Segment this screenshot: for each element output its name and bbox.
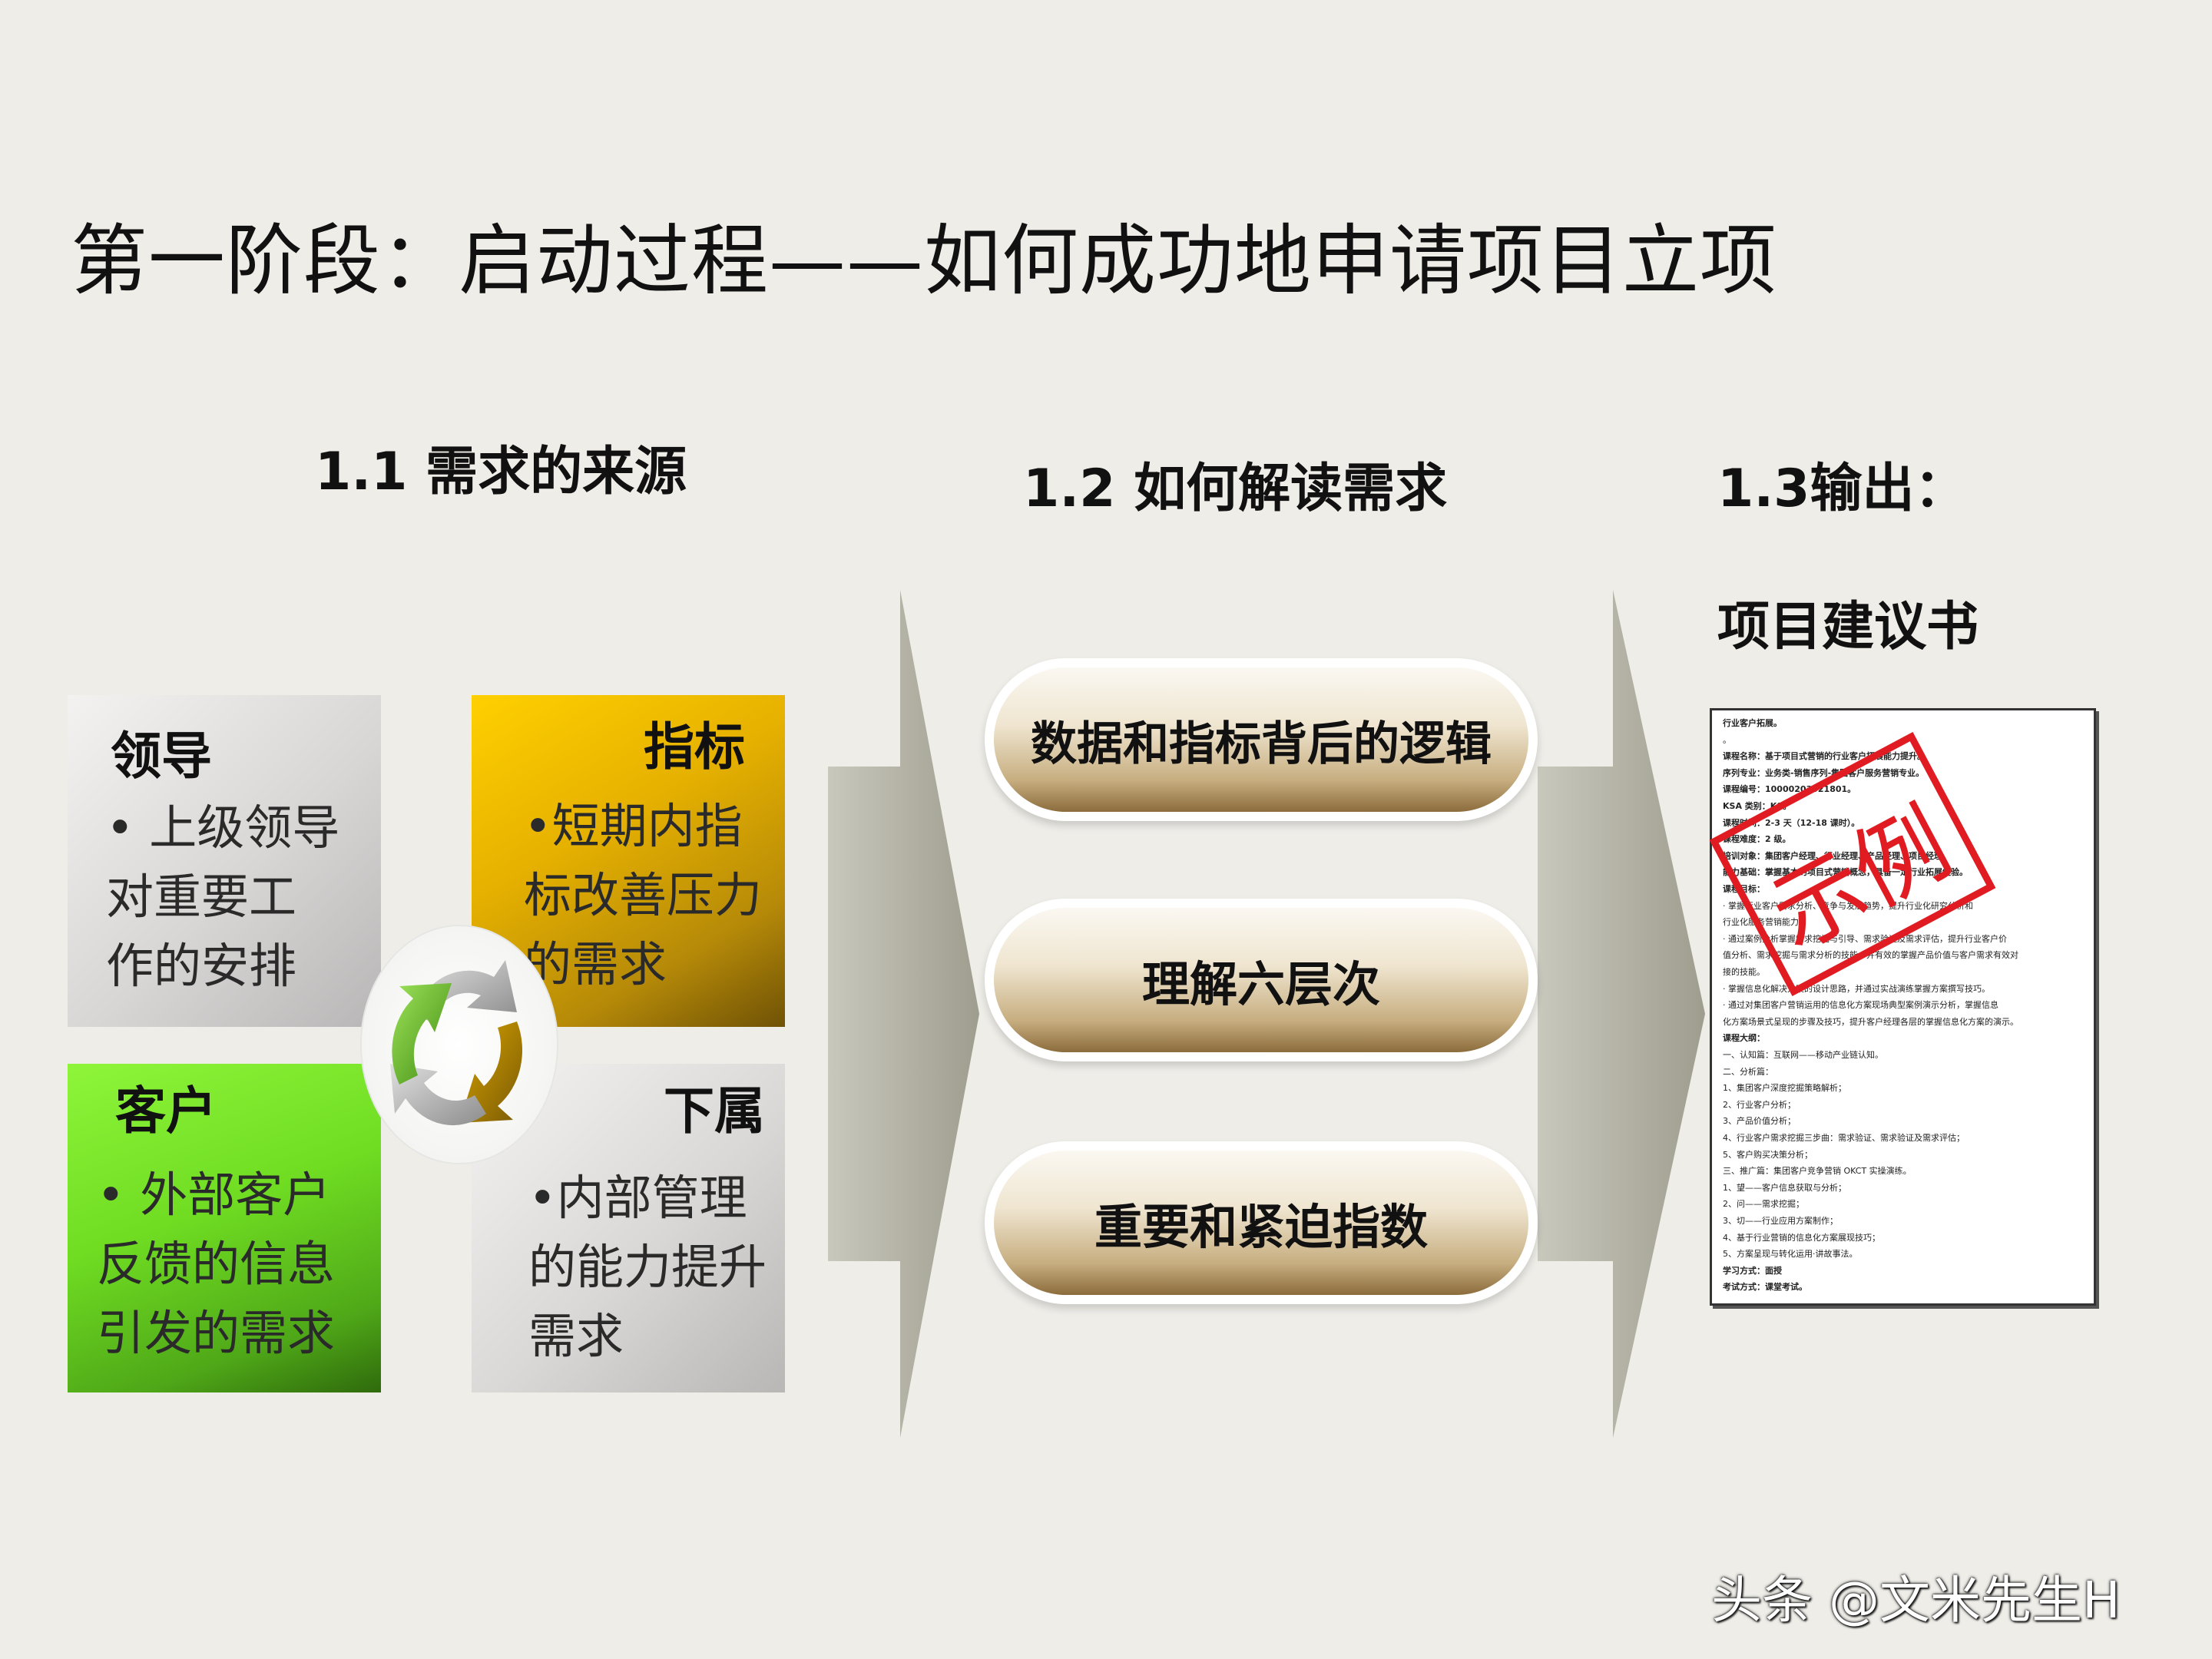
quadrant-client-line: 反馈的信息 xyxy=(97,1236,336,1292)
quadrant-client-line: 引发的需求 xyxy=(97,1305,336,1361)
document-line: · 通过案例分析掌握需求挖掘与引导、需求验证及需求评估，提升行业客户价 xyxy=(1723,933,2007,944)
quadrant-index-line: •短期内指 xyxy=(524,798,743,854)
quadrant-client: 客户 • 外部客户 反馈的信息 引发的需求 xyxy=(68,1064,381,1392)
document-line: 2、问——需求挖掘； xyxy=(1723,1199,1804,1210)
document-line: 3、切——行业应用方案制作； xyxy=(1723,1216,1838,1226)
quadrant-client-body: • 外部客户 反馈的信息 引发的需求 xyxy=(97,1161,335,1368)
document-line: 课程大纲： xyxy=(1723,1033,1765,1044)
document-line: 课程编号：10000203021801。 xyxy=(1723,784,1856,795)
document-line: 序列专业：业务类-销售序列-集团客户服务营销专业。 xyxy=(1723,767,1925,778)
document-line: 1、集团客户深度挖掘策略解析； xyxy=(1723,1083,1846,1094)
quadrant-leader: 领导 • 上级领导 对重要工 作的安排 xyxy=(68,695,381,1027)
document-line: 培训对象：集团客户经理、行业经理、产品经理、项目经理。 xyxy=(1723,850,1951,861)
document-line: 三、推广篇：集团客户竞争营销 OKCT 实操演练。 xyxy=(1723,1166,1912,1177)
arrow-shape-2 xyxy=(1538,590,1705,1438)
quadrant-subordinate-title: 下属 xyxy=(664,1081,765,1141)
section-heading-output: 1.3输出： xyxy=(1717,459,1967,519)
pill-label: 重要和紧迫指数 xyxy=(1094,1199,1428,1255)
document-line: 二、分析篇： xyxy=(1723,1066,1773,1077)
pill-six-levels: 理解六层次 xyxy=(985,899,1538,1061)
document-line: 一、认知篇：互联网——移动产业链认知。 xyxy=(1723,1050,1883,1060)
document-line: 。 xyxy=(1723,734,1731,745)
quadrant-leader-line: 对重要工 xyxy=(106,869,297,925)
document-line: 课程名称：基于项目式营销的行业客户拓展能力提升。 xyxy=(1723,751,1926,762)
document-line: · 通过对集团客户营销运用的信息化方案现场典型案例演示分析，掌握信息 xyxy=(1723,1000,1998,1011)
quadrant-subordinate-body: •内部管理 的能力提升 需求 xyxy=(528,1164,767,1371)
section-subheading-proposal: 项目建议书 xyxy=(1717,597,1979,657)
quadrant-subordinate-line: 需求 xyxy=(528,1308,624,1364)
cycle-arrows-icon xyxy=(360,925,558,1164)
quadrant-client-line: • 外部客户 xyxy=(97,1167,331,1223)
quadrant-subordinate-line: 的能力提升 xyxy=(528,1239,767,1295)
document-line: 接的技能。 xyxy=(1723,967,1765,977)
document-line: 学习方式：面授 xyxy=(1723,1265,1782,1276)
section-heading-interpret: 1.2 如何解读需求 xyxy=(1023,459,1448,519)
pill-label: 理解六层次 xyxy=(1141,956,1380,1012)
quadrant-subordinate-line: •内部管理 xyxy=(528,1170,747,1226)
document-line: 5、方案呈现与转化运用·讲故事法。 xyxy=(1723,1249,1858,1260)
document-line: 课程难度：2 级。 xyxy=(1723,834,1791,845)
arrow-shape-1 xyxy=(828,590,979,1438)
pill-label: 数据和指标背后的逻辑 xyxy=(1031,717,1492,771)
document-line: 行业客户拓展。 xyxy=(1723,718,1782,728)
document-line: 行业化服务营销能力。 xyxy=(1723,917,1807,928)
document-line: 课程时间：2-3 天（12-18 课时）。 xyxy=(1723,817,1860,828)
document-line: 化方案场景式呈现的步骤及技巧，提升客户经理各层的掌握信息化方案的演示。 xyxy=(1723,1016,2018,1027)
pill-data-logic: 数据和指标背后的逻辑 xyxy=(985,658,1538,821)
quadrant-leader-line: 作的安排 xyxy=(106,938,297,994)
quadrant-index: 指标 •短期内指 标改善压力 的需求 xyxy=(472,695,785,1027)
page-title: 第一阶段：启动过程——如何成功地申请项目立项 xyxy=(71,216,1777,306)
pill-importance-urgency: 重要和紧迫指数 xyxy=(985,1141,1538,1304)
document-line: 能力基础：掌握基本的项目式营销概念，具备一定行业拓展经验。 xyxy=(1723,867,1968,878)
document-line: 5、客户购买决策分析； xyxy=(1723,1149,1813,1160)
document-line: KSA 类别：KS。 xyxy=(1723,801,1792,811)
document-line: 3、产品价值分析； xyxy=(1723,1116,1796,1127)
watermark: 头条 @文米先生H xyxy=(1711,1571,2121,1630)
document-line: 课程目标： xyxy=(1723,884,1765,894)
quadrant-index-title: 指标 xyxy=(644,717,745,777)
quadrant-leader-title: 领导 xyxy=(111,727,212,786)
document-line: 4、行业客户需求挖掘三步曲：需求验证、需求验证及需求评估； xyxy=(1723,1133,1965,1143)
document-line: 2、行业客户分析； xyxy=(1723,1099,1796,1110)
quadrant-leader-line: • 上级领导 xyxy=(106,800,340,856)
document-line: 考试方式：课堂考试。 xyxy=(1723,1282,1807,1293)
proposal-document: 行业客户拓展。。课程名称：基于项目式营销的行业客户拓展能力提升。序列专业：业务类… xyxy=(1710,708,2096,1306)
quadrant-index-line: 的需求 xyxy=(524,936,667,992)
quadrant-client-title: 客户 xyxy=(115,1081,217,1141)
quadrant-index-body: •短期内指 标改善压力 的需求 xyxy=(524,792,762,999)
quadrant-leader-body: • 上级领导 对重要工 作的安排 xyxy=(106,793,339,1001)
document-line: 1、望——客户信息获取与分析； xyxy=(1723,1182,1846,1193)
document-line: · 掌握信息化解决方案的设计思路，并通过实战演练掌握方案撰写技巧。 xyxy=(1723,983,1990,994)
document-line: 值分析、需求挖掘与需求分析的技能，并有效的掌握产品价值与客户需求有效对 xyxy=(1723,950,2018,961)
document-line: 4、基于行业营销的信息化方案展现技巧； xyxy=(1723,1232,1880,1243)
document-line: · 掌握行业客户需求分析、竞争与发展趋势，提升行业化研究分析和 xyxy=(1723,900,1973,911)
quadrant-index-line: 标改善压力 xyxy=(524,867,763,923)
section-heading-sources: 1.1 需求的来源 xyxy=(315,442,687,502)
